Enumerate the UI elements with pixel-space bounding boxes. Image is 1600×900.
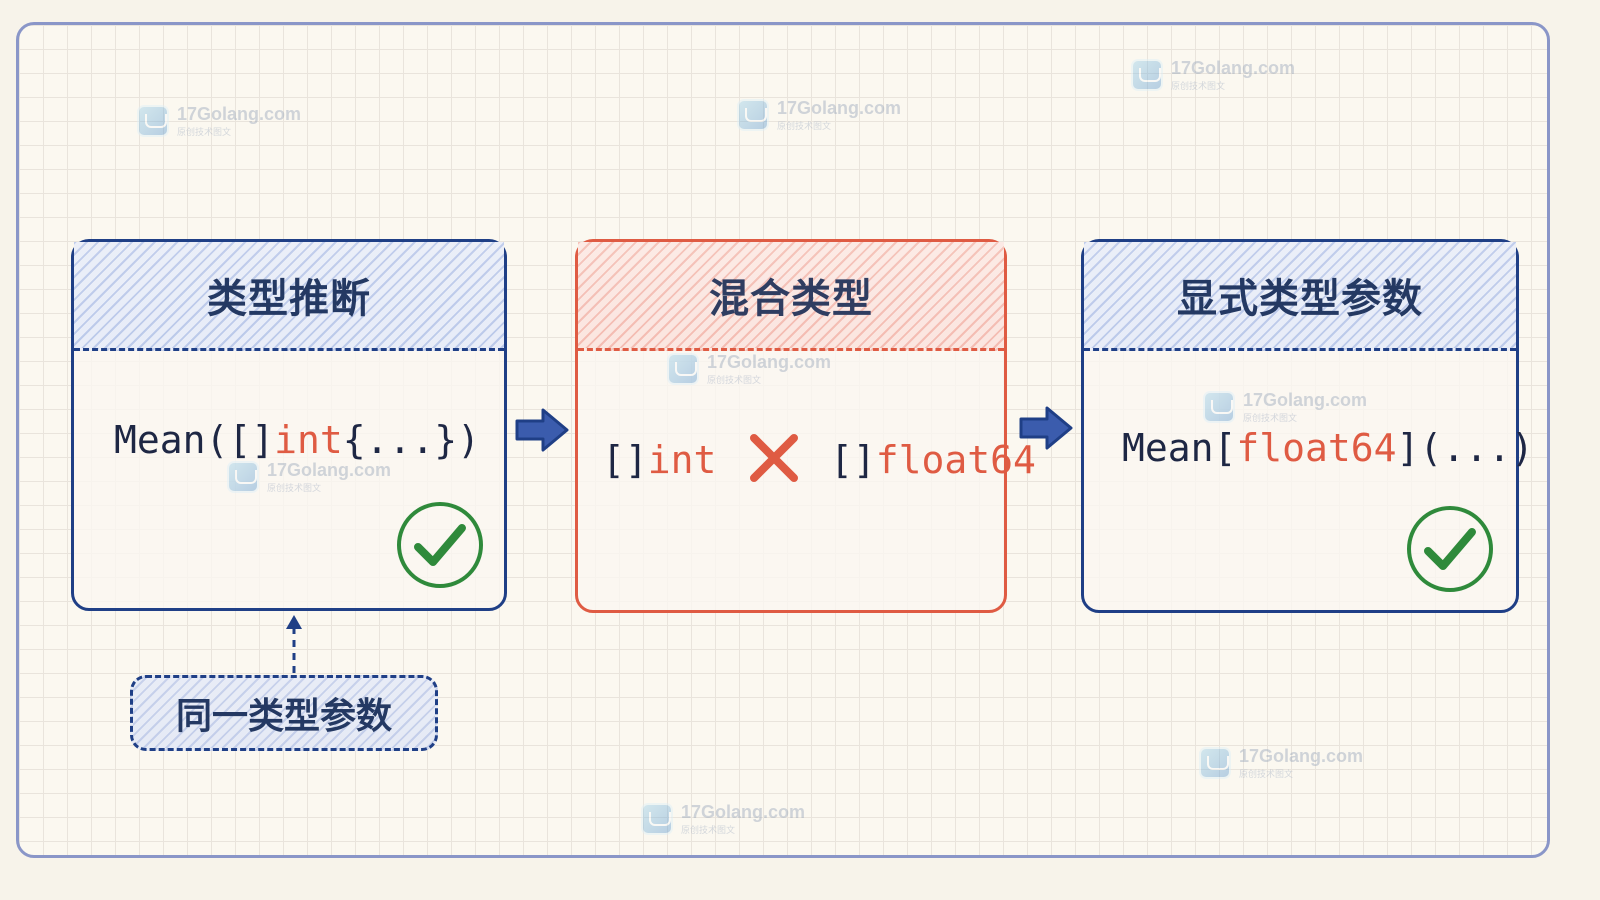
watermark-subtext: 原创技术图文 [777, 121, 832, 131]
type-inference-header: 类型推断 [74, 242, 504, 351]
dashed-up-arrow-icon [286, 615, 302, 673]
watermark-text: 17Golang.com [777, 98, 902, 118]
watermark-subtext: 原创技术图文 [177, 127, 232, 137]
mixed-types-left-prefix: [] [602, 438, 648, 482]
mixed-types-left-code: []int [602, 438, 716, 482]
explicit-type-parameter-code: Mean[float64](...) [1122, 426, 1534, 470]
type-inference-code-type: int [274, 418, 343, 462]
mixed-types-title: 混合类型 [709, 276, 873, 322]
watermark-text: 17Golang.com [681, 802, 806, 822]
explicit-type-parameter-title: 显式类型参数 [1177, 276, 1423, 322]
mixed-types-right-prefix: [] [830, 438, 876, 482]
cross-icon [750, 434, 798, 482]
mixed-types-card: 混合类型 []int []float64 [575, 239, 1036, 613]
watermark-logo-icon [737, 99, 769, 131]
type-inference-title: 类型推断 [207, 276, 371, 322]
mixed-types-right-type: float64 [875, 438, 1036, 482]
diagram-canvas: 类型推断 Mean([]int{...}) 混合类型 []int []float… [16, 22, 1550, 858]
explicit-type-parameter-code-type: float64 [1236, 426, 1397, 470]
watermark-text: 17Golang.com [1239, 746, 1364, 766]
watermark-logo-icon [641, 803, 673, 835]
check-circle-icon [397, 502, 483, 588]
explicit-type-parameter-code-suffix: ](...) [1396, 426, 1534, 470]
watermark-text: 17Golang.com [1171, 58, 1296, 78]
same-type-parameter-note: 同一类型参数 [130, 675, 438, 751]
explicit-type-parameter-header: 显式类型参数 [1084, 242, 1516, 351]
type-inference-code-prefix: Mean([] [114, 418, 275, 462]
mixed-types-left-type: int [647, 438, 717, 482]
type-inference-card: 类型推断 Mean([]int{...}) [71, 239, 507, 611]
check-circle-icon [1407, 506, 1493, 592]
explicit-type-parameter-card: 显式类型参数 Mean[float64](...) [1081, 239, 1534, 613]
explicit-type-parameter-code-prefix: Mean[ [1122, 426, 1237, 470]
type-inference-code-suffix: {...}) [342, 418, 481, 462]
watermark-logo-icon [1199, 747, 1231, 779]
watermark-subtext: 原创技术图文 [681, 825, 736, 835]
watermark-logo-icon [1131, 59, 1163, 91]
mixed-types-header: 混合类型 [578, 242, 1004, 351]
mixed-types-right-code: []float64 [830, 438, 1036, 482]
watermark-subtext: 原创技术图文 [1171, 81, 1226, 91]
watermark-subtext: 原创技术图文 [1239, 769, 1294, 779]
right-arrow-icon [1019, 406, 1073, 450]
same-type-parameter-label: 同一类型参数 [175, 696, 392, 737]
watermark-text: 17Golang.com [177, 104, 302, 124]
watermark-logo-icon [137, 105, 169, 137]
type-inference-code: Mean([]int{...}) [114, 418, 480, 462]
right-arrow-icon [515, 408, 569, 452]
